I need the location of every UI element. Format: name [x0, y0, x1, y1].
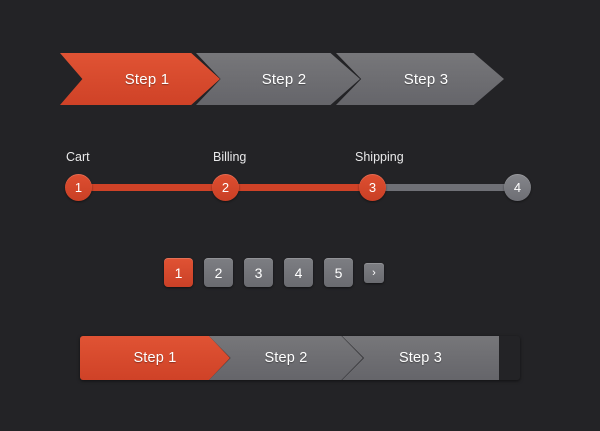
breadcrumb-step-3-label: Step 3 — [403, 70, 449, 88]
pagination-page-1[interactable]: 1 — [164, 258, 193, 287]
breadcrumb-step-3[interactable]: Step 3 — [336, 53, 504, 105]
progress-node-4[interactable]: 4 — [504, 174, 531, 201]
flat-step-3[interactable]: Step 3 — [342, 336, 499, 380]
arrow-breadcrumb: Step 1 Step 2 Step 3 — [60, 53, 540, 105]
pagination-page-3[interactable]: 3 — [244, 258, 273, 287]
pagination-page-1-label: 1 — [174, 264, 183, 281]
breadcrumb-step-2[interactable]: Step 2 — [196, 53, 360, 105]
progress-node-3-number: 3 — [368, 180, 377, 195]
progress-node-2-number: 2 — [221, 180, 230, 195]
breadcrumb-step-1-label: Step 1 — [124, 70, 170, 88]
pagination-page-2[interactable]: 2 — [204, 258, 233, 287]
pagination-page-3-label: 3 — [254, 264, 263, 281]
pagination-page-5[interactable]: 5 — [324, 258, 353, 287]
pagination-page-2-label: 2 — [214, 264, 223, 281]
progress-label-cart: Cart — [66, 150, 90, 164]
progress-node-3[interactable]: 3 — [359, 174, 386, 201]
pagination-page-4[interactable]: 4 — [284, 258, 313, 287]
progress-track — [78, 184, 518, 191]
pagination: 1 2 3 4 5 › — [164, 258, 384, 287]
progress-label-shipping: Shipping — [355, 150, 404, 164]
flat-step-2[interactable]: Step 2 — [209, 336, 363, 380]
progress-node-2[interactable]: 2 — [212, 174, 239, 201]
progress-label-billing: Billing — [213, 150, 247, 164]
pagination-page-5-label: 5 — [334, 264, 343, 281]
progress-node-4-number: 4 — [513, 180, 522, 195]
flat-step-3-label: Step 3 — [398, 350, 443, 366]
progress-tracker: Cart Billing Shipping 1 2 3 4 — [60, 150, 531, 204]
flat-step-bar: Step 1 Step 2 Step 3 — [80, 336, 520, 380]
flat-step-1[interactable]: Step 1 — [80, 336, 230, 380]
flat-step-2-label: Step 2 — [264, 350, 308, 366]
breadcrumb-step-2-label: Step 2 — [261, 70, 307, 88]
breadcrumb-step-1[interactable]: Step 1 — [60, 53, 220, 105]
pagination-next-button[interactable]: › — [364, 262, 384, 283]
pagination-page-4-label: 4 — [294, 264, 303, 281]
progress-node-1-number: 1 — [74, 180, 83, 195]
flat-step-1-label: Step 1 — [133, 350, 177, 366]
chevron-right-icon: › — [372, 266, 376, 279]
progress-node-1[interactable]: 1 — [65, 174, 92, 201]
